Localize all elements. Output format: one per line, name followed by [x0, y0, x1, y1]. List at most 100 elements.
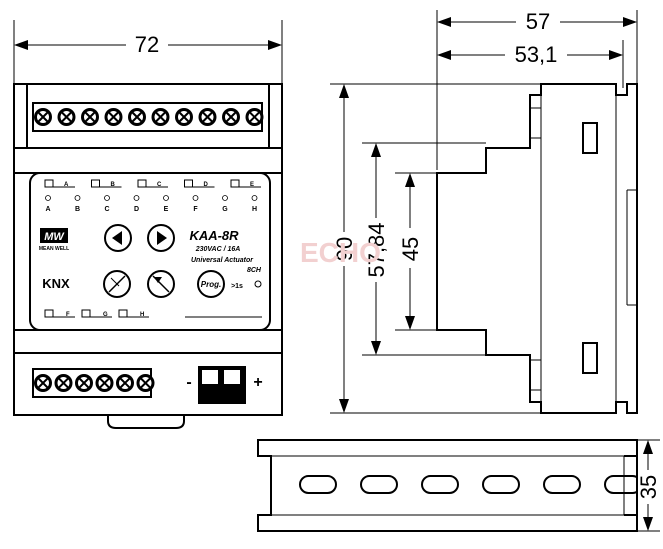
led-indicator: [74, 195, 81, 201]
led-label: G: [222, 206, 228, 213]
dimension-height-front: 45: [395, 172, 437, 331]
left-arrow-button[interactable]: [104, 224, 132, 252]
right-arrow-button[interactable]: [147, 224, 175, 252]
channels-label: 8CH: [247, 267, 262, 274]
front-width-label: 72: [135, 32, 159, 57]
din-rail-view: 35: [257, 439, 661, 532]
side-latch-top: [582, 122, 598, 154]
channel-marker: [137, 179, 147, 188]
terminal-screw: [104, 108, 123, 126]
channel-marker: [91, 179, 100, 188]
height-front-label: 45: [398, 237, 423, 261]
led-label: C: [104, 206, 109, 213]
led-label: E: [164, 206, 169, 213]
channel-marker: [81, 309, 91, 318]
prog-hint: >1s: [231, 283, 243, 290]
prog-button[interactable]: Prog.: [197, 270, 225, 298]
led-label: F: [193, 206, 198, 213]
svg-text:MW: MW: [44, 231, 65, 243]
terminal-screw: [198, 108, 217, 126]
led-indicator: [133, 195, 140, 201]
bottom-channel-labels: F G H: [44, 309, 262, 318]
channel-label: H: [140, 312, 144, 318]
rail-slot: [421, 475, 459, 494]
led-indicator: [163, 195, 169, 201]
channel-label: B: [111, 182, 116, 188]
terminal-screw: [136, 374, 155, 392]
channel-label: E: [250, 182, 254, 188]
prog-led: [254, 280, 262, 288]
channel-marker: [44, 179, 54, 188]
terminal-screw: [245, 108, 264, 126]
channel-label: F: [66, 312, 70, 318]
terminal-screw: [95, 374, 114, 392]
terminal-screw: [222, 108, 240, 126]
manual-toggle-button[interactable]: [103, 270, 131, 298]
led-indicator: [104, 195, 110, 201]
terminal-screw: [81, 108, 99, 126]
terminal-screw: [128, 108, 146, 126]
led-label: D: [134, 206, 139, 213]
dimension-side-depth-body: 53,1: [437, 40, 624, 88]
bus-minus-label: -: [186, 374, 191, 391]
rail-slot: [482, 475, 520, 494]
watermark: ECHO: [300, 237, 381, 268]
height-total-label: 90: [332, 237, 357, 261]
rail-slot: [543, 475, 581, 494]
brand-name: MEAN WELL: [39, 246, 69, 252]
led-indicator: [45, 195, 51, 201]
rail-slot: [299, 475, 337, 494]
dimension-side-depth-total: 57: [436, 6, 638, 170]
top-terminal-screws: [34, 108, 264, 126]
rating-label: 230VAC / 16A: [195, 246, 241, 253]
rail-height-label: 35: [636, 475, 661, 499]
status-button[interactable]: [147, 270, 175, 298]
dimension-height-total: 90: [330, 83, 541, 414]
led-indicator: [192, 195, 199, 201]
dimension-front-width: 72: [13, 20, 283, 84]
led-indicator: [251, 195, 258, 201]
terminal-screw: [57, 108, 76, 126]
terminal-screw: [34, 108, 52, 126]
description-label: Universal Actuator: [191, 257, 254, 264]
dimension-rail-height: 35: [636, 439, 661, 532]
side-view: 57 53,1 90: [300, 6, 638, 414]
bottom-terminal-screws: [34, 374, 155, 392]
din-rail-slots: [299, 475, 642, 494]
channel-marker: [44, 309, 54, 318]
dimension-height-middle: 57,84: [362, 142, 486, 356]
right-arrow-icon: [157, 231, 167, 245]
din-rail-outline: [257, 439, 638, 532]
side-depth-body-label: 53,1: [515, 42, 558, 67]
led-label: B: [75, 206, 80, 213]
channel-marker: [230, 179, 240, 188]
bus-plus-label: +: [253, 374, 262, 391]
rail-slot: [360, 475, 398, 494]
height-middle-label: 57,84: [364, 222, 389, 277]
channel-marker: [118, 309, 128, 318]
channel-label: D: [204, 182, 209, 188]
din-clip: [107, 415, 185, 429]
terminal-screw: [175, 108, 193, 126]
terminal-screw: [34, 374, 52, 392]
side-latch-bottom: [582, 342, 598, 374]
channel-label: C: [157, 182, 162, 188]
channel-marker: [184, 179, 193, 188]
front-view: 72 A B C D E A B C D E F G H MW MEAN WELL: [13, 20, 283, 429]
terminal-screw: [116, 374, 134, 392]
mean-well-logo: MW MEAN WELL: [39, 228, 69, 252]
channel-label: G: [103, 312, 108, 318]
left-arrow-icon: [112, 231, 122, 245]
top-channel-labels: A B C D E: [44, 179, 261, 188]
knx-logo: KNX: [42, 276, 70, 291]
terminal-screw: [54, 374, 73, 392]
side-housing-outline: [436, 83, 638, 414]
channel-label: A: [64, 182, 69, 188]
terminal-screw: [75, 374, 93, 392]
led-label: A: [45, 206, 50, 213]
terminal-screw: [151, 108, 170, 126]
model-name: KAA-8R: [189, 228, 239, 243]
front-panel: [29, 172, 271, 331]
